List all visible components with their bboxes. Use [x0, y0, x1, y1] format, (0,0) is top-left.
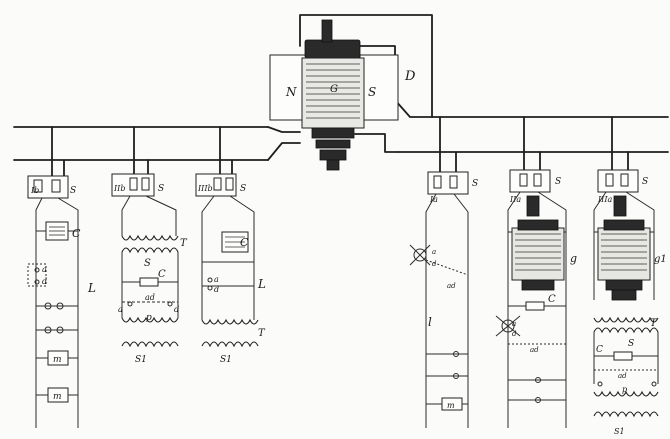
secondary-3a-label: S1 — [614, 427, 625, 436]
station-2a-switch-label: S — [555, 177, 561, 187]
capacitor-2a-label: C — [548, 294, 556, 305]
station-2b: IIb S T S C ad a d p S1 — [111, 126, 188, 365]
lamp-1a-d-label: d — [432, 260, 437, 268]
station-1a-switch-label: S — [472, 179, 478, 189]
lamp-2b-ad-label: ad — [145, 293, 155, 302]
capacitor-3b-label: C — [240, 236, 249, 249]
lamp-3b-a-label: a — [214, 275, 219, 284]
station-2b-label: IIb — [113, 184, 125, 193]
motor-3a-label: g1 — [654, 254, 667, 265]
transformer-3b-label: T — [258, 328, 266, 339]
lamp-1a-ad-label: ad — [447, 282, 456, 290]
station-3b-label: IIIb — [197, 184, 213, 193]
primary-3a-label: p — [622, 385, 627, 394]
feeder-label: D — [404, 69, 416, 84]
station-3a-switch-label: S — [642, 177, 648, 187]
lamp-line-3b-label: L — [257, 277, 266, 291]
station-1b: Ib S C a d L m m — [27, 126, 96, 428]
transformer-2b-label: T — [180, 238, 188, 249]
station-1b-label: Ib — [30, 186, 39, 195]
capacitor-2b-label: C — [158, 269, 166, 280]
generator: G N S — [269, 19, 399, 171]
lamp-1b-d-label: d — [42, 277, 47, 286]
capacitor-1b-label: C — [72, 227, 81, 240]
transformer-3a-label: T — [650, 318, 658, 329]
station-3a-label: IIIa — [597, 195, 612, 204]
primary-2b-label: p — [146, 313, 152, 323]
station-2b-switch-label: S — [158, 184, 164, 194]
secondary-3b-label: S1 — [220, 355, 232, 365]
north-pole-label: N — [285, 85, 297, 99]
capacitor-3a-label: C — [596, 345, 603, 355]
lamp-2a-a-label: a — [512, 320, 516, 328]
lamp-1a-a-label: a — [432, 248, 436, 256]
lamp-line-1a-label: l — [428, 315, 432, 329]
switch-2b-label: S — [144, 258, 151, 269]
main-bus-right — [354, 116, 669, 153]
station-1a: Ia S a d ad l m — [409, 116, 478, 428]
lamp-2a-ad-label: ad — [530, 346, 539, 354]
secondary-2b-label: S1 — [135, 355, 147, 365]
meter-1b-2-label: m — [53, 392, 62, 402]
station-1a-label: Ia — [429, 195, 438, 204]
generator-label: G — [330, 84, 338, 95]
station-3b-switch-label: S — [240, 184, 246, 194]
meter-1b-label: m — [53, 355, 62, 365]
lamp-3a-ad-label: ad — [618, 372, 627, 380]
station-1b-switch-label: S — [70, 186, 76, 196]
motor-2a-label: g — [570, 252, 577, 265]
station-2a: IIa S g C a d ad — [495, 116, 577, 428]
meter-1a-label: m — [447, 401, 455, 410]
station-3b: IIIb S C a d L T S1 — [195, 126, 266, 365]
lamp-2b-a-label: a — [118, 305, 123, 314]
station-3a: IIIa S g1 T S C ad p S1 — [593, 116, 667, 436]
south-pole-label: S — [368, 85, 376, 99]
lamp-2b-d-label: d — [174, 305, 179, 314]
lamp-3b-d-label: d — [214, 285, 219, 294]
switch-3a-label: S — [628, 339, 634, 349]
main-bus-left — [13, 126, 301, 161]
lamp-2a-d-label: d — [512, 330, 517, 338]
lamp-line-1b-label: L — [87, 281, 96, 295]
lamp-1b-a-label: a — [42, 265, 47, 274]
